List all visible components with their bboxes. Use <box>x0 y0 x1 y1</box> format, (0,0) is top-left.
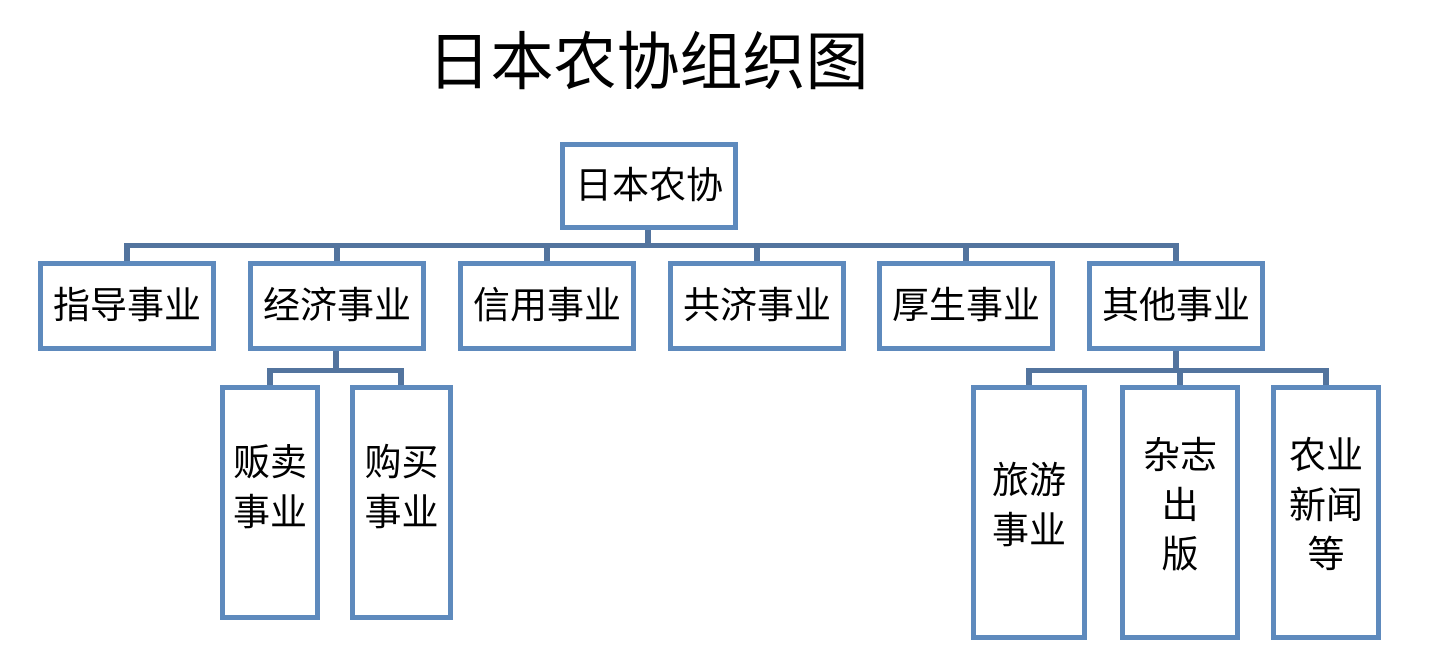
connector-root-stub <box>645 229 651 248</box>
connector-other-stub <box>1173 351 1179 373</box>
connector-stub-magazine <box>1177 368 1183 385</box>
org-box-purchasing: 购买 事业 <box>350 385 453 620</box>
org-box-guidance: 指导事业 <box>38 261 216 351</box>
connector-level2-horizontal <box>124 243 1179 248</box>
org-box-sales: 贩卖 事业 <box>220 385 320 620</box>
connector-economic-horizontal <box>267 368 404 373</box>
connector-stub-purchasing <box>398 368 404 385</box>
org-box-mutual-aid: 共济事业 <box>668 261 846 351</box>
connector-stub-economic <box>334 243 340 261</box>
chart-title: 日本农协组织图 <box>427 28 869 98</box>
connector-stub-tourism <box>1026 368 1032 385</box>
connector-stub-guidance <box>124 243 130 261</box>
connector-stub-credit <box>544 243 550 261</box>
connector-stub-sales <box>267 368 273 385</box>
org-box-magazine-publishing: 杂志出 版 <box>1120 385 1240 640</box>
org-box-other: 其他事业 <box>1087 261 1265 351</box>
connector-stub-mutual-aid <box>754 243 760 261</box>
org-box-agri-news: 农业 新闻 等 <box>1271 385 1381 640</box>
connector-stub-agri-news <box>1323 368 1329 385</box>
connector-stub-other <box>1173 243 1179 261</box>
org-box-welfare: 厚生事业 <box>877 261 1055 351</box>
connector-stub-welfare <box>963 243 969 261</box>
org-box-tourism: 旅游 事业 <box>971 385 1087 640</box>
org-box-credit: 信用事业 <box>458 261 636 351</box>
connector-economic-stub <box>333 351 339 373</box>
org-box-root: 日本农协 <box>560 142 738 230</box>
org-box-economic: 经济事业 <box>248 261 426 351</box>
